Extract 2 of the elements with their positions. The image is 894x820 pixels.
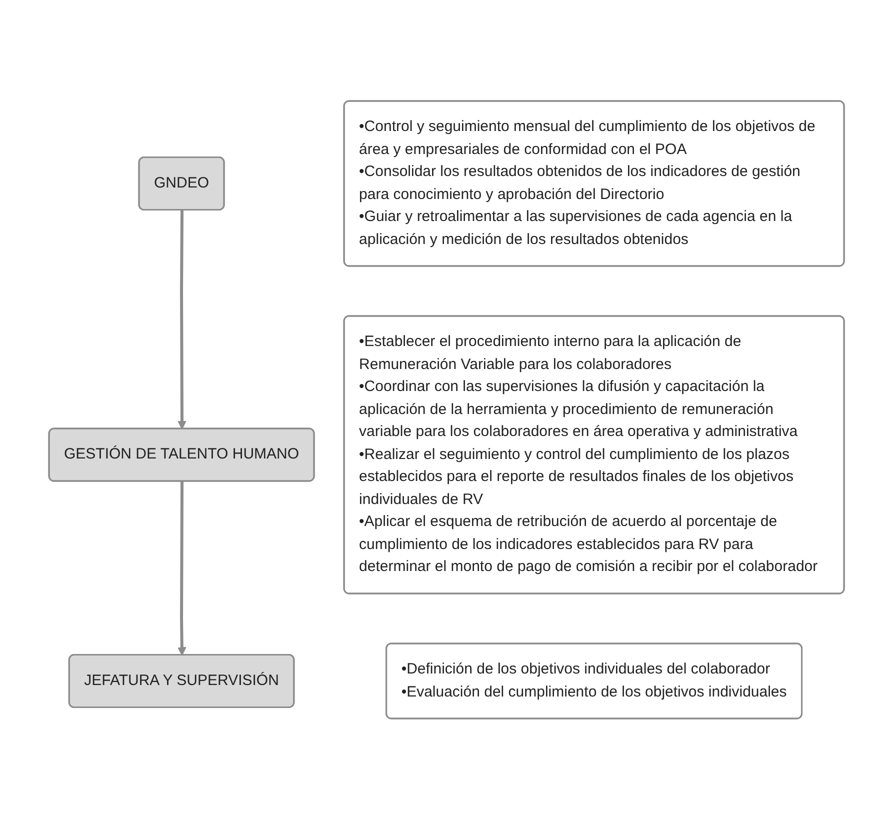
arrow	[178, 482, 187, 656]
arrow	[178, 210, 187, 430]
